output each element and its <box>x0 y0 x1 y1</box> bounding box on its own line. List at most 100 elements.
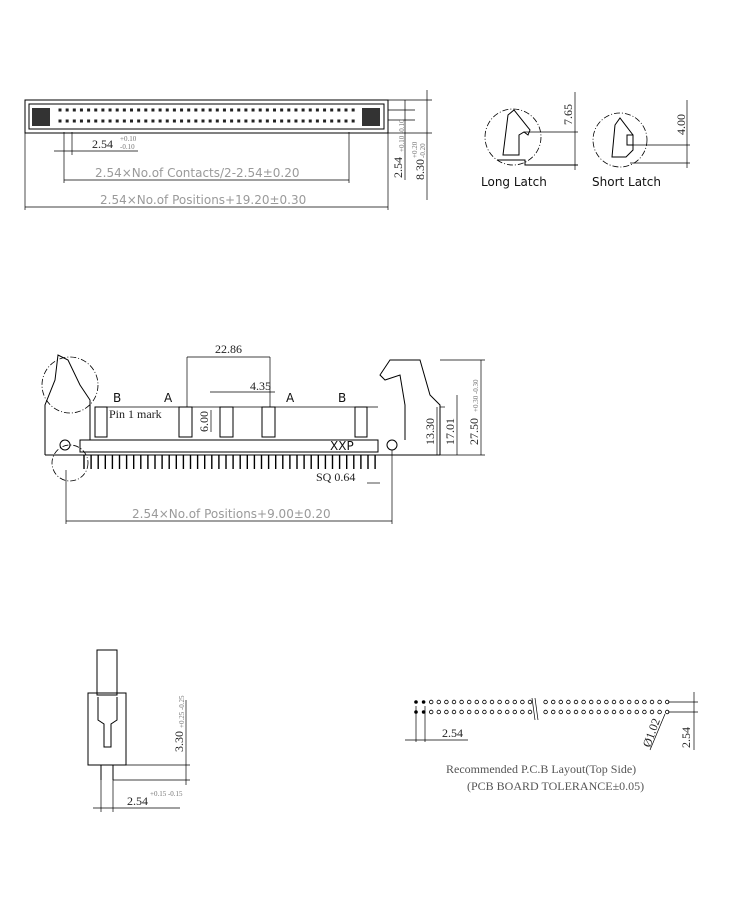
pin <box>301 108 305 112</box>
pin <box>115 119 119 123</box>
pin <box>323 108 327 112</box>
height-17-dim: 17.01 <box>443 418 457 445</box>
pin <box>201 108 205 112</box>
pin <box>294 108 298 112</box>
pcb-hole <box>474 699 479 705</box>
pcb-hole <box>551 699 556 705</box>
pcb-hole <box>497 709 502 715</box>
pcb-hole <box>459 709 464 715</box>
left-latch <box>32 108 50 126</box>
pin <box>265 108 269 112</box>
pcb-hole <box>467 709 472 715</box>
pcb-layout: 2.54 Ø1.02 2.54 Recommended P.C.B Layout… <box>405 692 698 793</box>
pin <box>144 119 148 123</box>
pin <box>244 119 248 123</box>
pin <box>337 119 341 123</box>
pcb-hole <box>451 709 457 715</box>
top-view-inner <box>28 103 385 130</box>
row-pitch-tol: +0.10 -0.10 <box>398 119 406 152</box>
pin <box>344 108 348 112</box>
pin <box>315 108 319 112</box>
pin <box>115 108 119 112</box>
pin <box>165 108 169 112</box>
pin <box>151 119 155 123</box>
pcb-hole <box>611 699 617 705</box>
pin <box>144 108 148 112</box>
long-latch-label: Long Latch <box>481 175 547 189</box>
short-latch-detail: 4.00 Short Latch <box>592 100 690 189</box>
right-latch-profile <box>379 359 441 455</box>
header-bar <box>79 439 379 453</box>
pcb-hole <box>429 699 434 705</box>
pin-size-dim: SQ 0.64 <box>316 470 355 484</box>
row-pitch-dim: 2.54 <box>391 157 405 178</box>
pcb-hole <box>512 699 517 705</box>
pin <box>323 119 327 123</box>
length-formula: 2.54×No.of Positions+9.00±0.20 <box>132 507 331 521</box>
key-slot-center <box>219 406 234 438</box>
label-b-left: B <box>113 391 121 405</box>
pin <box>251 119 255 123</box>
pcb-hole <box>596 699 601 705</box>
pin <box>130 108 133 112</box>
key-slot-a-left <box>178 406 193 438</box>
pin <box>158 119 162 123</box>
pcb-hole <box>512 709 517 715</box>
pin <box>330 119 334 123</box>
pcb-hole <box>520 699 525 705</box>
pin <box>58 119 62 123</box>
pcb-hole <box>489 699 495 705</box>
key-spacing-dim: 22.86 <box>215 342 242 356</box>
long-latch-height: 7.65 <box>561 104 575 125</box>
pcb-hole <box>589 699 594 705</box>
height-27-dim: 27.50 <box>467 418 481 445</box>
end-slot <box>97 697 118 748</box>
pcb-hole-dim: Ø1.02 <box>640 716 663 749</box>
pcb-hole <box>451 699 457 705</box>
pin <box>244 108 248 112</box>
pin <box>58 108 62 112</box>
pcb-hole <box>505 699 510 705</box>
latch-step <box>626 134 634 146</box>
pcb-pitch-y-dim: 2.54 <box>679 727 693 748</box>
detail-circle <box>592 112 648 168</box>
pin <box>351 119 355 123</box>
pin <box>194 119 198 123</box>
pin-detail-circle <box>51 444 89 482</box>
pcb-hole <box>604 709 609 715</box>
latch-detail-circle <box>41 356 99 414</box>
height-27-tol: +0.30 -0.30 <box>472 379 480 412</box>
pcb-hole <box>619 699 624 705</box>
pin <box>301 119 305 123</box>
long-latch-detail: 7.65 Long Latch <box>481 92 578 189</box>
pcb-hole-grid <box>414 699 670 715</box>
pin <box>280 108 284 112</box>
side-pin-row <box>83 455 376 469</box>
pin <box>137 108 141 112</box>
pcb-hole <box>649 699 655 705</box>
pcb-hole <box>634 709 639 715</box>
pcb-hole <box>421 700 426 704</box>
pcb-hole <box>649 709 655 715</box>
pin <box>351 108 355 112</box>
pcb-hole <box>527 699 533 705</box>
pin <box>94 108 98 112</box>
pcb-hole <box>497 699 502 705</box>
pcb-hole <box>581 699 586 705</box>
pcb-hole <box>421 710 426 714</box>
position-marking: XXP <box>330 439 354 453</box>
label-a-right: A <box>286 391 295 405</box>
pin <box>208 119 212 123</box>
pin <box>180 108 184 112</box>
pin <box>137 119 141 123</box>
pcb-hole <box>482 699 487 705</box>
mount-hole <box>386 439 398 451</box>
key-slot-a-right <box>261 406 276 438</box>
width-dim: 8.30 <box>413 159 427 180</box>
pin <box>330 108 334 112</box>
pcb-hole <box>558 699 563 705</box>
pcb-hole <box>527 709 533 715</box>
pcb-hole <box>436 699 441 705</box>
pin <box>222 108 226 112</box>
end-view: 3.30 +0.25 -0.25 2.54 +0.15 -0.15 <box>87 649 190 812</box>
